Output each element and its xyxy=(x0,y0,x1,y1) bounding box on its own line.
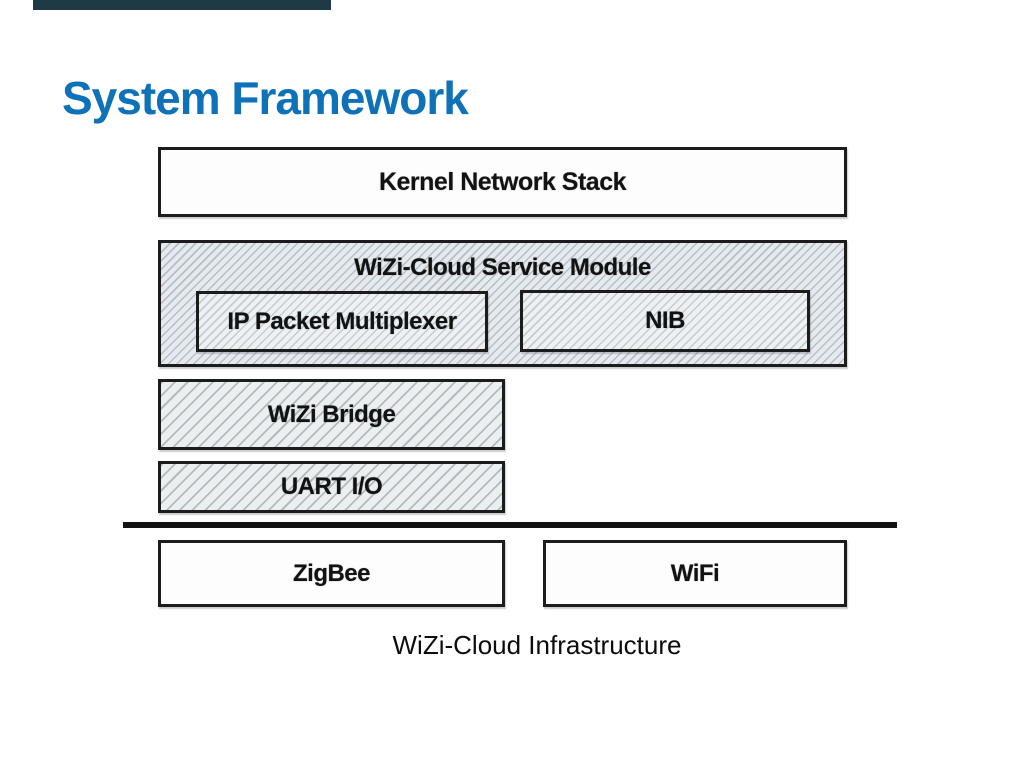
wifi-box: WiFi xyxy=(543,540,847,607)
nib-label: NIB xyxy=(645,307,685,334)
zigbee-box: ZigBee xyxy=(158,540,505,607)
ip-packet-multiplexer-box: IP Packet Multiplexer xyxy=(196,291,488,352)
kernel-network-stack-label: Kernel Network Stack xyxy=(378,167,627,196)
ip-packet-multiplexer-label: IP Packet Multiplexer xyxy=(227,307,457,335)
wifi-label: WiFi xyxy=(670,559,720,587)
kernel-network-stack-box: Kernel Network Stack xyxy=(158,147,847,217)
wizi-cloud-service-module-label: WiZi-Cloud Service Module xyxy=(354,254,651,281)
nib-box: NIB xyxy=(520,290,810,352)
top-accent-bar xyxy=(33,0,331,10)
wizi-bridge-box: WiZi Bridge xyxy=(158,379,505,450)
zigbee-label: ZigBee xyxy=(292,559,371,587)
hardware-divider-line xyxy=(123,522,897,528)
uart-io-label: UART I/O xyxy=(280,473,383,500)
uart-io-box: UART I/O xyxy=(158,461,505,513)
slide-title: System Framework xyxy=(62,71,469,124)
figure-caption: WiZi-Cloud Infrastructure xyxy=(392,630,682,660)
wizi-bridge-label: WiZi Bridge xyxy=(267,400,396,428)
